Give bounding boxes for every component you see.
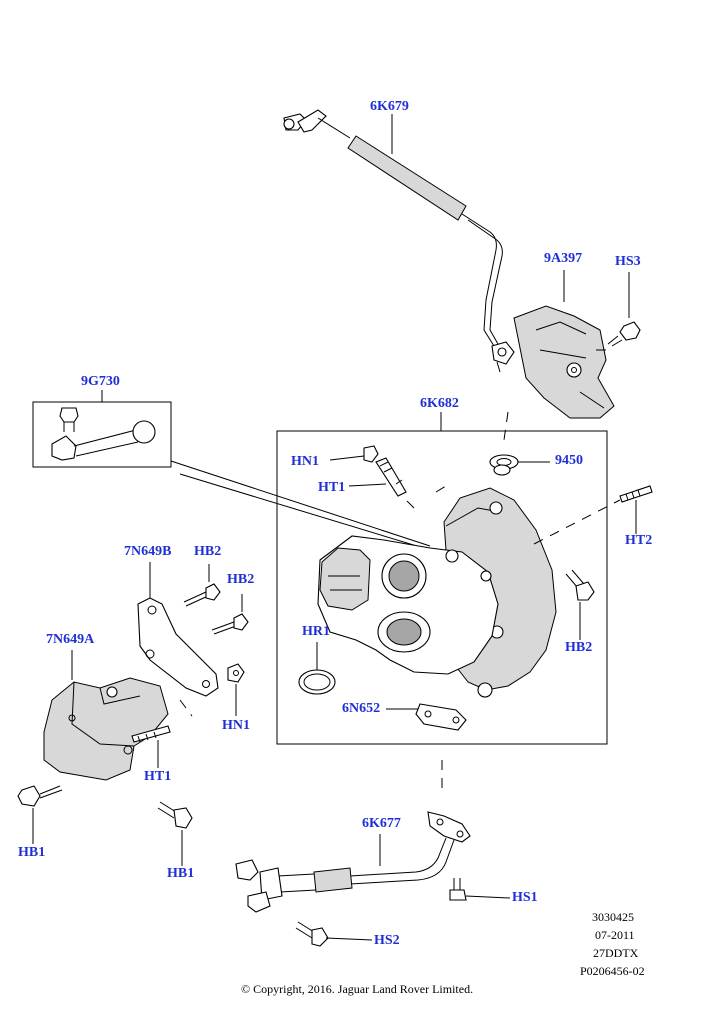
bolt-HB2-a [183, 583, 221, 607]
callout-6K679: 6K679 [370, 99, 409, 114]
callout-7N649A: 7N649A [46, 632, 95, 647]
callout-HB2-b: HB2 [227, 572, 255, 587]
callout-HS1: HS1 [512, 890, 538, 905]
callout-9G730: 9G730 [81, 374, 120, 389]
callout-HN1-bottom: HN1 [222, 718, 250, 733]
callout-HN1-top: HN1 [291, 454, 319, 469]
bolt-HS1 [449, 878, 467, 901]
gasket-9450 [489, 454, 519, 476]
bolt-HS3 [607, 321, 641, 347]
turbocharger-6K682 [317, 487, 557, 698]
callout-HB2-c: HB2 [565, 640, 593, 655]
bolt-HB1-b [157, 801, 193, 829]
callout-HR1: HR1 [302, 624, 330, 639]
bolt-HB1-a [17, 785, 63, 807]
bolt-HB2-right [565, 569, 595, 601]
ref-code-4: P0206456-02 [580, 964, 645, 978]
copyright-notice: © Copyright, 2016. Jaguar Land Rover Lim… [241, 982, 474, 996]
callout-HT2: HT2 [625, 533, 653, 548]
stud-HT1-top [375, 457, 407, 497]
ref-code-3: 27DDTX [593, 946, 639, 960]
gasket-6N652 [415, 703, 467, 731]
ref-code-2: 07-2011 [595, 928, 635, 942]
callout-HT1-bottom: HT1 [144, 769, 172, 784]
pipe-6K677 [235, 811, 471, 913]
bracket-7N649A [43, 677, 169, 781]
callout-HB1-b: HB1 [167, 866, 195, 881]
pipe-9G730 [51, 407, 156, 461]
callout-HS2: HS2 [374, 933, 400, 948]
stud-HT1-bottom [131, 725, 171, 743]
callout-HB1-a: HB1 [18, 845, 46, 860]
callout-6N652: 6N652 [342, 701, 381, 716]
callout-HS3: HS3 [615, 254, 641, 269]
turbo-assembly-frame [276, 430, 608, 745]
callout-9A397: 9A397 [544, 251, 583, 266]
heat-shield-9A397 [513, 305, 615, 419]
callout-HB2-a: HB2 [194, 544, 222, 559]
bolt-HS2 [295, 921, 329, 947]
ref-code-1: 3030425 [592, 910, 634, 924]
actuator-6K679 [283, 109, 515, 373]
bracket-7N649B [137, 597, 219, 697]
stud-HT2 [619, 485, 653, 503]
callout-HT1-top: HT1 [318, 480, 346, 495]
nut-HN1-bottom [227, 663, 245, 683]
callout-6K682: 6K682 [420, 396, 459, 411]
bolt-HB2-b [211, 613, 249, 635]
callout-6K677: 6K677 [362, 816, 401, 831]
nut-HN1-top [363, 445, 379, 463]
callout-9450: 9450 [555, 453, 583, 468]
callout-7N649B: 7N649B [124, 544, 172, 559]
